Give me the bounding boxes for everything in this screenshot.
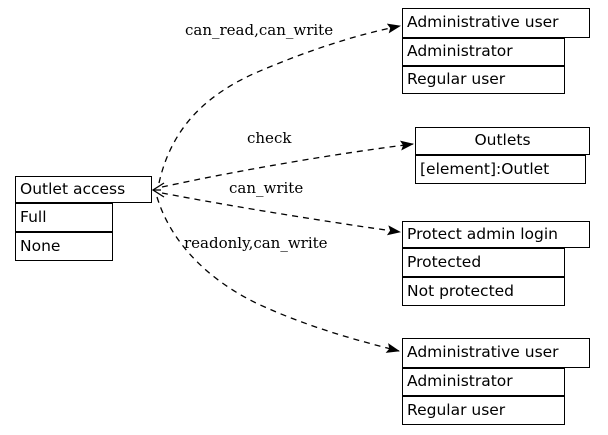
node-protect-admin-login-header: Protect admin login <box>402 221 590 248</box>
edge-can-write <box>161 192 401 236</box>
node-outlet-access-row-full: Full <box>15 203 113 232</box>
edge-readonly-can-write <box>156 196 400 353</box>
node-outlet-access-row-none: None <box>15 232 113 261</box>
node-administrative-user-top-header: Administrative user <box>402 8 590 38</box>
node-outlet-access-header: Outlet access <box>15 176 152 203</box>
node-administrative-user-top-row-regular-user: Regular user <box>402 66 565 94</box>
node-outlets-header: Outlets <box>415 127 590 155</box>
node-outlets-row-element: [element]:Outlet <box>415 155 586 184</box>
edge-label-can-write: can_write <box>229 179 304 197</box>
node-administrative-user-bottom-header: Administrative user <box>402 338 590 368</box>
edge-can-read-can-write <box>158 23 401 184</box>
edge-label-readonly-can-write: readonly,can_write <box>184 234 328 252</box>
node-protect-admin-login-row-protected: Protected <box>402 248 565 277</box>
node-protect-admin-login-row-not-protected: Not protected <box>402 277 565 306</box>
node-administrative-user-bottom-row-administrator: Administrator <box>402 368 565 396</box>
node-administrative-user-top-row-administrator: Administrator <box>402 38 565 66</box>
source-arrowhead-icon <box>151 182 165 198</box>
edge-label-can-read-can-write: can_read,can_write <box>185 21 334 39</box>
node-administrative-user-bottom-row-regular-user: Regular user <box>402 396 565 425</box>
edge-label-check: check <box>247 129 292 147</box>
